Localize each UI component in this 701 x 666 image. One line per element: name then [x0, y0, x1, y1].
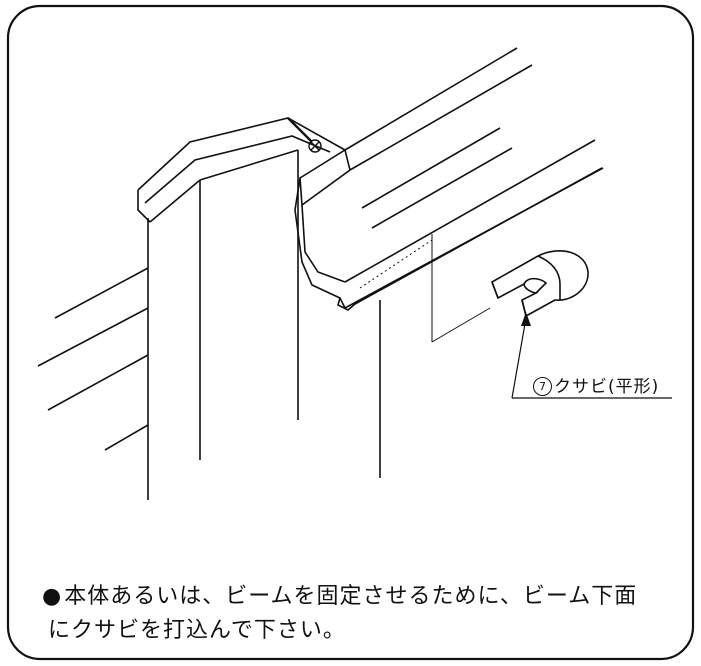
instruction-text: ●本体あるいは、ビームを固定させるために、ビーム下面 にクサビを打込んで下さい。 — [42, 580, 672, 648]
part-name: クサビ(平形) — [554, 377, 660, 397]
callout-leader — [511, 317, 672, 399]
upright-post — [137, 117, 381, 500]
beam — [294, 47, 604, 311]
part-number-circle: 7 — [533, 377, 552, 396]
leader-arrowhead — [521, 312, 531, 326]
wedge-part — [491, 250, 589, 318]
instruction-line-1: ●本体あるいは、ビームを固定させるために、ビーム下面 — [42, 580, 672, 614]
bolt-icon — [308, 139, 322, 153]
rounded-frame — [6, 4, 695, 661]
instruction-line-2: にクサビを打込んで下さい。 — [48, 618, 346, 643]
back-rails — [37, 267, 149, 451]
bullet-icon: ● — [42, 584, 63, 609]
guide-lines — [431, 234, 491, 343]
instruction-line-1-text: 本体あるいは、ビームを固定させるために、ビーム下面 — [64, 584, 638, 609]
